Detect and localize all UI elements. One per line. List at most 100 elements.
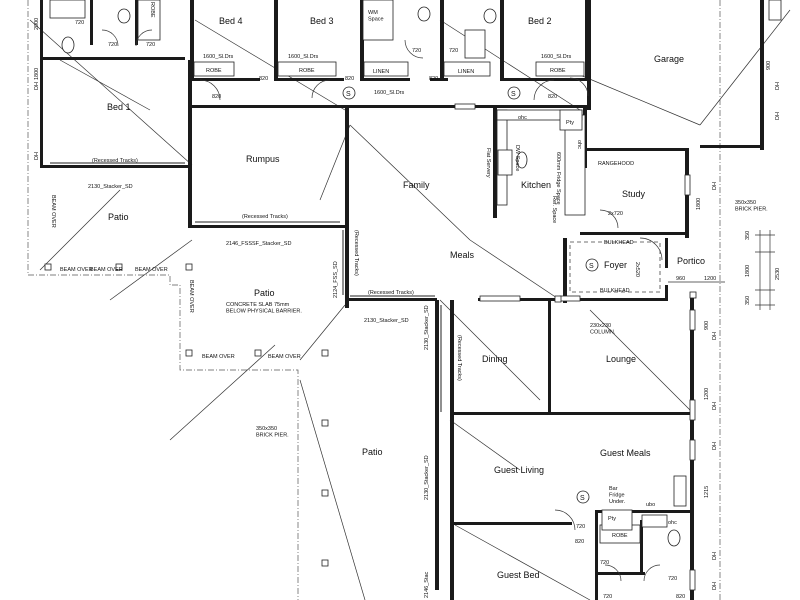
dim-1800-c: 1800 [696, 198, 702, 210]
dim-720-b: 720 [108, 42, 117, 48]
recessed-tracks-rumpus: (Recessed Tracks) [242, 214, 288, 220]
dim-1215: 1215 [704, 486, 710, 498]
dim-820-a: 820 [212, 94, 221, 100]
dim-2530: 2530 [775, 268, 781, 280]
pantry-label-2: Pty [608, 516, 616, 522]
stacker-door-guest-bed: 2146_Stac [424, 571, 430, 598]
dim-820-g: 820 [575, 539, 584, 545]
beam-over-2: BEAM OVER [135, 267, 168, 273]
room-bed-4: Bed 4 [219, 16, 243, 26]
smoke-marker-2: S [511, 91, 516, 98]
stacker-door-guest-living: 2130_Stacker_SD [424, 455, 430, 500]
dim-720-g: 720 [600, 560, 609, 566]
recessed-tracks-family: (Recessed Tracks) [353, 230, 359, 276]
dim-720-d: 720 [412, 48, 421, 54]
stacker-door-meals: 2130_Stacker_SD [364, 318, 409, 324]
concrete-slab-line: CONCRETE SLAB 75mm [226, 302, 290, 308]
beam-over-1: BEAM OVER [60, 267, 93, 273]
room-lounge: Lounge [606, 354, 636, 364]
dim-960: 960 [676, 276, 685, 282]
dim-820-f: 820 [676, 594, 685, 600]
room-family: Family [403, 180, 430, 190]
linen-label-1: LINEN [373, 69, 389, 75]
room-rumpus: Rumpus [246, 154, 280, 164]
dh-label-8: DH [712, 442, 718, 450]
stacker-door-rumpus: 2146_FSSSF_Stacker_SD [226, 241, 291, 247]
room-foyer: Foyer [604, 260, 627, 270]
walls [40, 0, 764, 600]
robe-label-bed4: ROBE [206, 68, 222, 74]
beam-over-5: BEAM OVER [90, 267, 123, 273]
room-meals: Meals [450, 250, 475, 260]
room-kitchen: Kitchen [521, 180, 551, 190]
room-guest-meals: Guest Meals [600, 448, 651, 458]
fridge-space-label: 600mm Fridge Space [555, 152, 561, 205]
ohc-label-1: ohc [518, 115, 527, 121]
fixtures [44, 0, 782, 591]
room-patio-left: Patio [108, 212, 129, 222]
ohc-label-3: ohc [576, 140, 582, 149]
dim-2x520: 2x520 [634, 262, 640, 277]
beam-over-vertical-1: BEAM OVER [50, 195, 56, 228]
fss-door-family: 2124_FSS_SD [333, 261, 339, 298]
dim-900-b: 900 [704, 321, 710, 330]
linen-label-2: LINEN [458, 69, 474, 75]
dim-1800: 1800 [745, 265, 751, 277]
dim-2000: 2000 [34, 18, 40, 30]
recessed-tracks-dining: (Recessed Tracks) [456, 335, 462, 381]
room-portico: Portico [677, 256, 705, 266]
room-patio-bottom: Patio [362, 447, 383, 457]
stacker-door-dining: 2130_Stacker_SD [424, 305, 430, 350]
room-dining: Dining [482, 354, 508, 364]
dh-label-10: DH [712, 582, 718, 590]
dim-820-e: 820 [548, 94, 557, 100]
robe-label-top: ROBE [149, 2, 155, 18]
dim-720-h: 720 [668, 576, 677, 582]
recessed-tracks-bed1: (Recessed Tracks) [92, 158, 138, 164]
dim-350-a: 350 [745, 231, 751, 240]
dim-720-a: 720 [75, 20, 84, 26]
notes: 1600_Sl.Drs 1600_Sl.Drs 1600_Sl.Drs 1600… [50, 54, 768, 598]
dim-1200-v: 1200 [704, 388, 710, 400]
room-guest-bed: Guest Bed [497, 570, 540, 580]
ref-space-label: Ref. Space [551, 196, 557, 223]
dh-label-3: DH [775, 82, 781, 90]
room-patio-mid: Patio [254, 288, 275, 298]
room-guest-living: Guest Living [494, 465, 544, 475]
dim-350-b: 350 [745, 296, 751, 305]
smoke-marker-4: S [580, 495, 585, 502]
ubo-label: ubo [646, 502, 655, 508]
beam-over-vertical-2: BEAM OVER [188, 280, 194, 313]
recessed-tracks-meals: (Recessed Tracks) [368, 290, 414, 296]
pantry-label: Pty [566, 120, 574, 126]
smoke-markers: S S S S [342, 86, 599, 504]
dim-1800-v: 1800 [34, 68, 40, 80]
room-bed-2: Bed 2 [528, 16, 552, 26]
room-labels: Bed 4 Bed 3 Bed 2 Bed 1 Garage Rumpus Fa… [107, 16, 705, 580]
dh-label-5: DH [712, 182, 718, 190]
rangehood-label: RANGEHOOD [598, 161, 634, 167]
sliding-doors-linen: 1600_Sl.Drs [374, 90, 405, 96]
smoke-marker-1: S [346, 91, 351, 98]
bulkhead-bottom-label: BULKHEAD [600, 288, 630, 294]
beam-over-3: BEAM OVER [202, 354, 235, 360]
room-garage: Garage [654, 54, 684, 64]
dim-2x720: 2x720 [608, 211, 623, 217]
dh-label-6: DH [712, 332, 718, 340]
door-head-labels: DH DH DH DH DH DH DH DH DH DH [34, 82, 781, 590]
dh-label-4: DH [775, 112, 781, 120]
dh-label-9: DH [712, 552, 718, 560]
room-bed-1: Bed 1 [107, 102, 131, 112]
dw-space-label: DW Space [514, 145, 520, 171]
dim-720-e: 720 [449, 48, 458, 54]
robe-label-bed2: ROBE [550, 68, 566, 74]
sliding-doors-bed4: 1600_Sl.Drs [203, 54, 234, 60]
dh-label-2: DH [34, 152, 40, 160]
